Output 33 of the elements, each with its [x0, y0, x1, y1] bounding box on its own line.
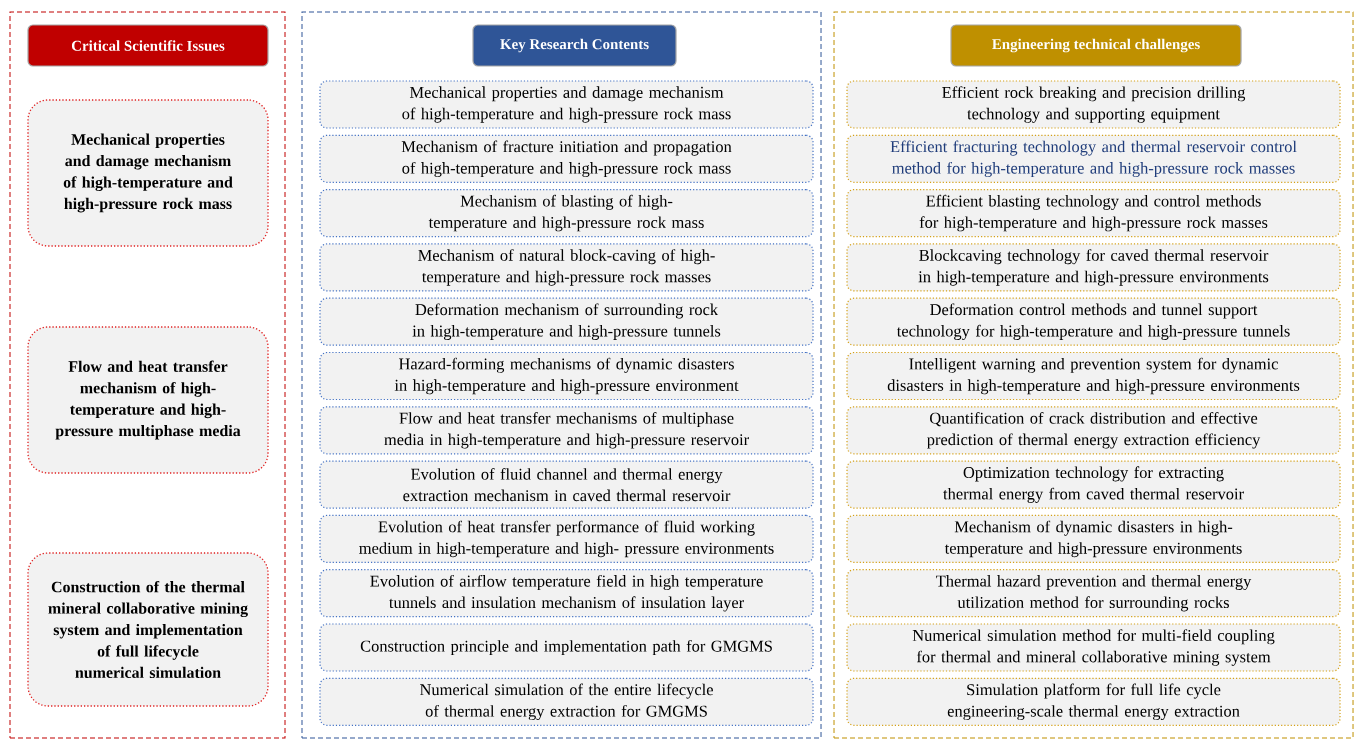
topic-box: Mechanism of blasting of high-temperature and high-pressure rock mass: [319, 189, 814, 238]
topic-box: Flow and heat transfer mechanisms of multiphase media in high-temperature and high-pressure reservoir: [319, 406, 814, 455]
panel-frame: [301, 11, 822, 739]
panel-frame: [9, 11, 286, 739]
topic-box: Optimization technology for extracting thermal energy from caved thermal reservoir: [846, 460, 1341, 509]
topic-box: Mechanical properties and damage mechanism of high-temperature and high-pressure rock mass: [27, 99, 269, 247]
topic-box: Evolution of airflow temperature field in high temperature tunnels and insulation mechanism of insulation layer: [319, 569, 814, 618]
topic-box: Blockcaving technology for caved thermal reservoir in high-temperature and high-pressure environments: [846, 243, 1341, 292]
topic-box: Efficient blasting technology and control methods for high-temperature and high-pressure rock masses: [846, 189, 1341, 238]
panel-frame: [833, 11, 1354, 739]
topic-box: Evolution of heat transfer performance of fluid working medium in high-temperature and high- pressure environments: [319, 514, 814, 563]
topic-box: Intelligent warning and prevention system for dynamic disasters in high-temperature and high-pressure environments: [846, 351, 1341, 401]
topic-box: Numerical simulation method for multi-field coupling for thermal and mineral collaborative mining system: [846, 623, 1341, 672]
header-banner: Critical Scientific Issues: [27, 24, 269, 67]
topic-box: Mechanism of dynamic disasters in high-temperature and high-pressure environments: [846, 514, 1341, 563]
topic-box: Deformation control methods and tunnel support technology for high-temperature and high-pressure tunnels: [846, 297, 1341, 346]
topic-box: Construction principle and implementation path for GMGMS: [319, 623, 814, 672]
topic-box: Evolution of fluid channel and thermal energy extraction mechanism in caved thermal reservoir: [319, 460, 814, 509]
topic-box: Quantification of crack distribution and effective prediction of thermal energy extraction efficiency: [846, 406, 1341, 455]
topic-box: Mechanism of fracture initiation and propagation of high-temperature and high-pressure rock mass: [319, 134, 814, 183]
topic-box: Mechanical properties and damage mechanism of high-temperature and high-pressure rock mass: [319, 80, 814, 129]
topic-box: Mechanism of natural block-caving of high-temperature and high-pressure rock masses: [319, 243, 814, 292]
topic-box: Numerical simulation of the entire lifecycle of thermal energy extraction for GMGMS: [319, 677, 814, 726]
topic-box: Deformation mechanism of surrounding rock in high-temperature and high-pressure tunnels: [319, 297, 814, 346]
topic-box: Flow and heat transfer mechanism of high-temperature and high-pressure multiphase media: [27, 326, 269, 474]
topic-box: Simulation platform for full life cycle engineering-scale thermal energy extraction: [846, 677, 1341, 726]
header-banner: Engineering technical challenges: [950, 24, 1242, 67]
topic-box: Hazard-forming mechanisms of dynamic disasters in high-temperature and high-pressure environment: [319, 351, 814, 401]
topic-box: Efficient rock breaking and precision drilling technology and supporting equipment: [846, 80, 1341, 129]
topic-box: Efficient fracturing technology and thermal reservoir control method for high-temperature and high-pressure rock masses: [846, 134, 1341, 183]
header-banner: Key Research Contents: [472, 24, 677, 67]
topic-box: Thermal hazard prevention and thermal energy utilization method for surrounding rocks: [846, 569, 1341, 618]
topic-box: Construction of the thermal mineral collaborative mining system and implementation of full lifecycle numerical simulation: [27, 552, 269, 707]
